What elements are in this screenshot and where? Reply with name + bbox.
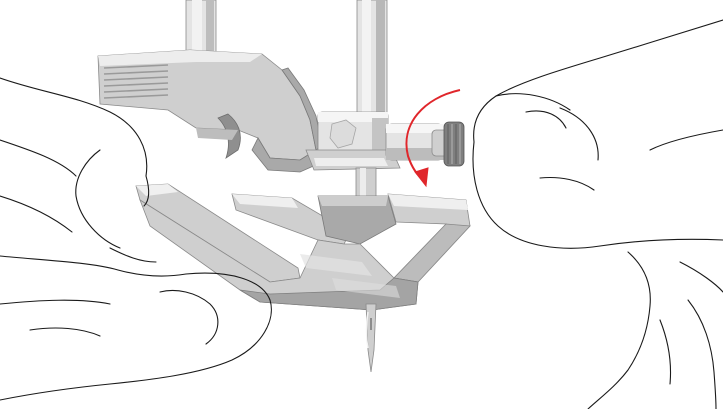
needle-clamp-screw	[385, 123, 449, 161]
left-hand-outline	[0, 77, 272, 401]
needle-bar	[356, 0, 388, 126]
presser-foot-shank	[97, 49, 323, 173]
curved-arrow-icon	[405, 89, 461, 188]
needle-inserter-tool	[135, 183, 471, 311]
needle-clamp	[305, 111, 401, 171]
screw-knurled-knob	[443, 121, 465, 167]
shank-grip-ridges	[103, 64, 169, 99]
needle-tip	[365, 303, 377, 373]
right-hand-outline	[472, 19, 723, 409]
needle-shank-upper	[355, 167, 377, 199]
